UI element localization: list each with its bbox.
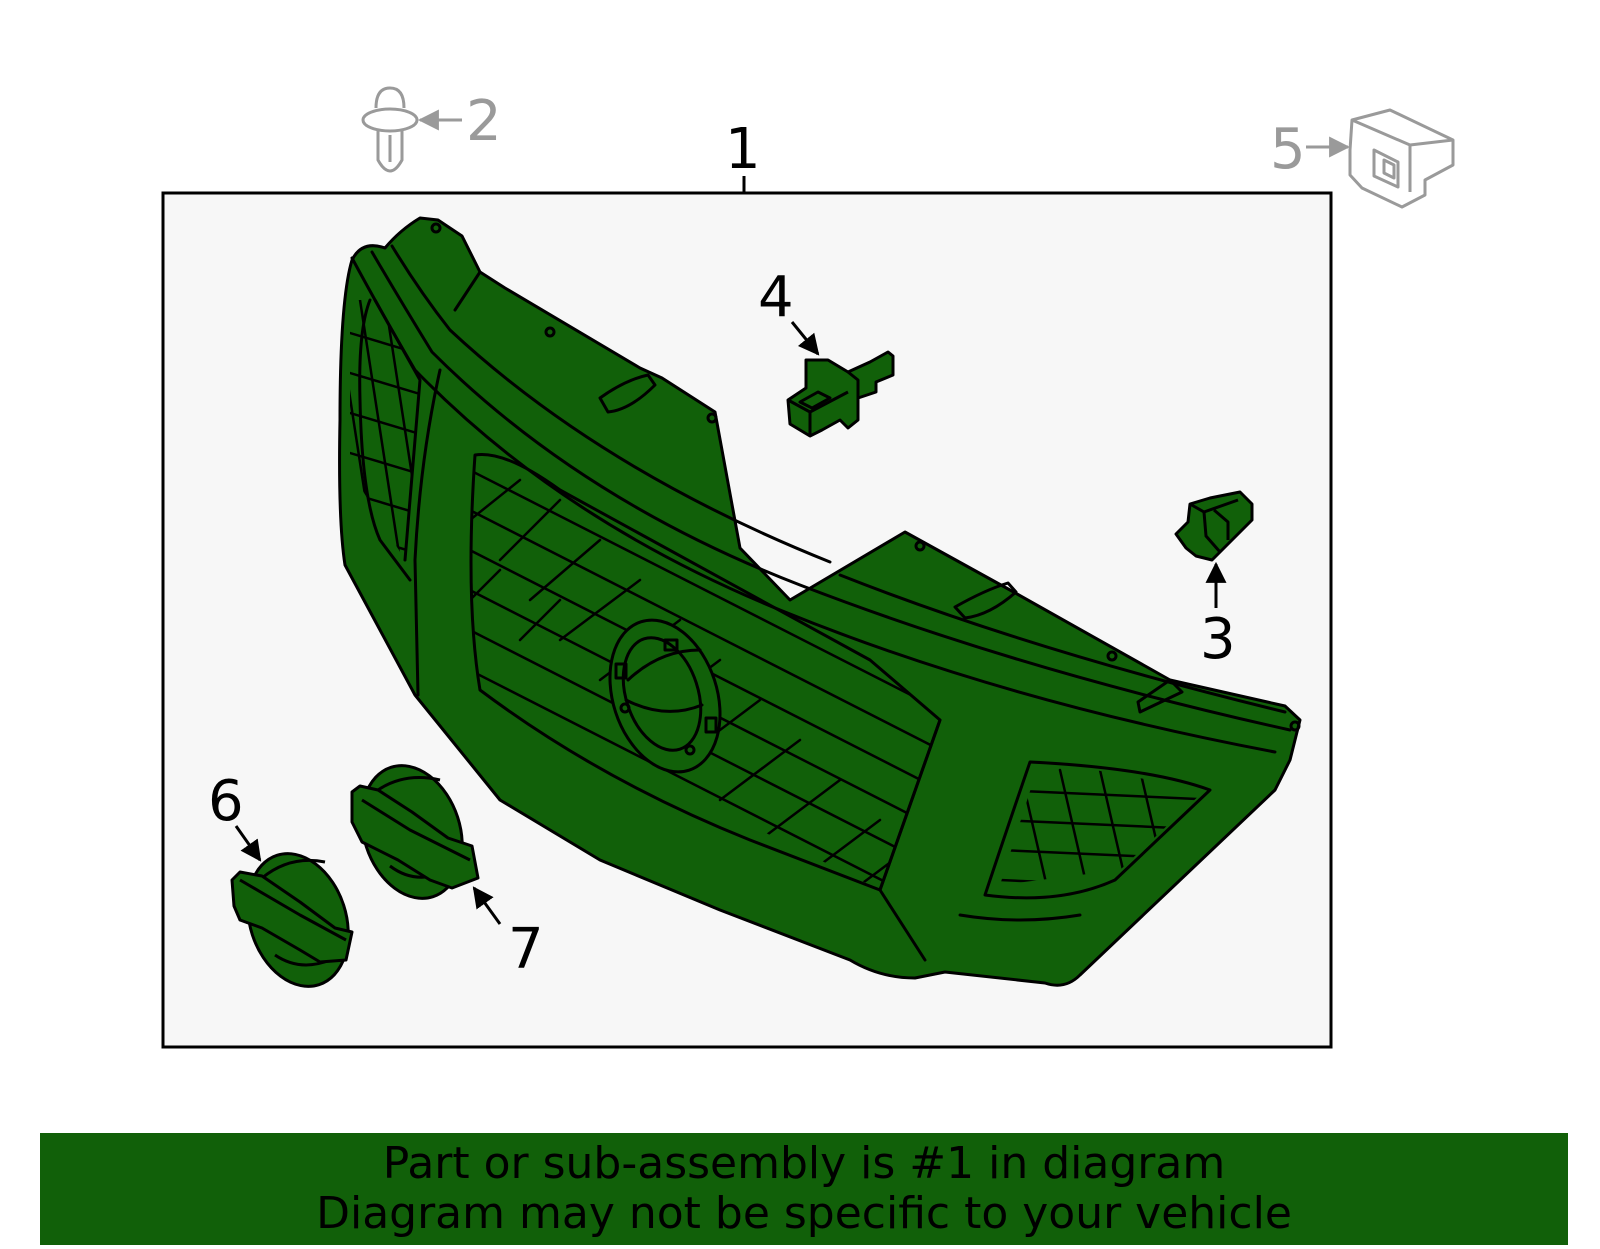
callout-1: 1	[725, 117, 761, 182]
grille-assembly-part-1	[338, 216, 1302, 987]
clip-part-2-icon	[361, 86, 419, 173]
callout-7-leader	[472, 886, 502, 925]
callout-4-leader	[790, 321, 820, 356]
banner-line-2: Diagram may not be specific to your vehi…	[316, 1188, 1292, 1239]
callout-5: 5	[1270, 117, 1306, 182]
emblem-part-7-icon	[350, 764, 480, 900]
callout-4: 4	[758, 265, 794, 330]
bracket-part-4-icon	[786, 350, 895, 438]
banner-line-1: Part or sub-assembly is #1 in diagram	[382, 1138, 1226, 1189]
callout-6-leader	[234, 825, 262, 862]
bracket-part-5-icon	[1348, 108, 1455, 209]
callout-6: 6	[208, 769, 244, 834]
callout-7: 7	[508, 917, 544, 982]
bracket-part-3-icon	[1174, 490, 1254, 562]
emblem-part-6-icon	[230, 852, 354, 988]
callout-3: 3	[1200, 607, 1236, 672]
callout-2: 2	[466, 89, 502, 154]
info-banner: Part or sub-assembly is #1 in diagram Di…	[40, 1133, 1568, 1245]
